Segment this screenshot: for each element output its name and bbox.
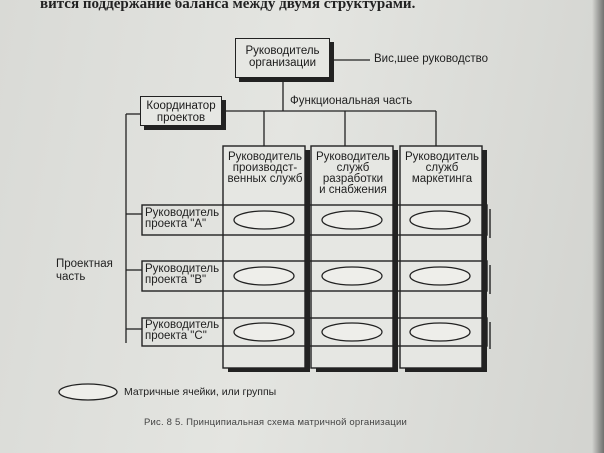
matrix-cells: [233, 210, 471, 342]
project-part-label: Проектная часть: [56, 258, 113, 283]
project-rows: [141, 204, 491, 349]
legend-ellipse: [58, 383, 118, 401]
functional-manager-marketing: Руководитель служб маркетинга: [404, 151, 480, 185]
project-coordinator-box: Координатор проектов: [140, 96, 222, 126]
project-manager-b: Руководитель проекта "В": [145, 263, 220, 286]
legend-label: Матричные ячейки, или группы: [124, 386, 277, 398]
matrix-cell-ellipse: [233, 322, 295, 342]
header-text: вится поддержание баланса между двумя ст…: [40, 0, 416, 12]
functional-part-label: Функциональная часть: [290, 95, 413, 107]
matrix-cell-ellipse: [233, 210, 295, 230]
matrix-cell-ellipse: [321, 210, 383, 230]
project-manager-a: Руководитель проекта "А": [145, 207, 220, 230]
matrix-cell-ellipse: [409, 210, 471, 230]
functional-manager-development: Руководитель служб разработки и снабжени…: [315, 151, 391, 196]
screen-edge: [592, 0, 604, 453]
matrix-cell-ellipse: [409, 266, 471, 286]
head-of-organization-box: Руководитель организации: [235, 38, 330, 78]
matrix-cell-ellipse: [321, 266, 383, 286]
functional-manager-production: Руководитель производст- венных служб: [227, 151, 303, 185]
matrix-cell-ellipse: [233, 266, 295, 286]
project-manager-c: Руководитель проекта "С": [145, 319, 220, 342]
top-management-label: Вис,шее руководство: [374, 53, 489, 65]
matrix-cell-ellipse: [409, 322, 471, 342]
figure-caption: Рис. 8 5. Принципиальная схема матричной…: [144, 417, 407, 428]
matrix-cell-ellipse: [321, 322, 383, 342]
